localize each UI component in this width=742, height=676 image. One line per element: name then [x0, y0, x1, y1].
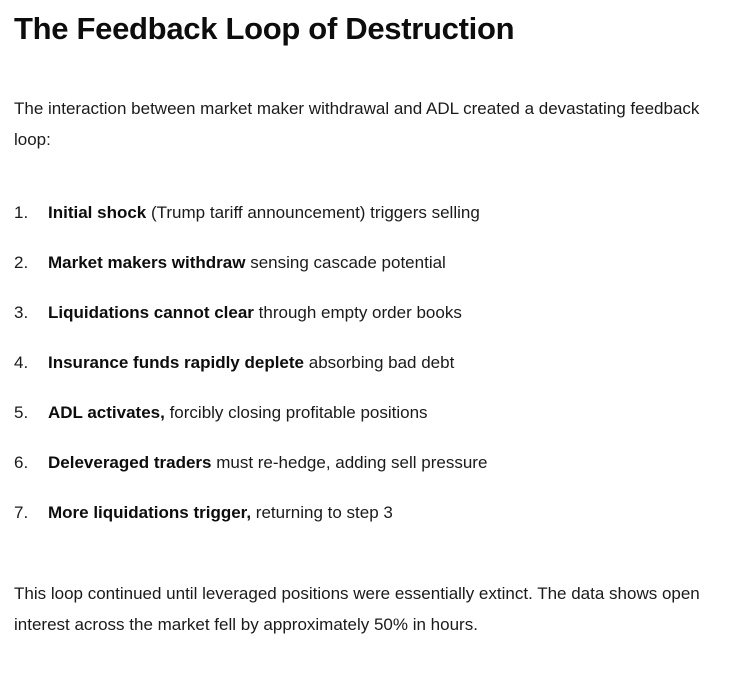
list-item-lead: Deleveraged traders: [48, 453, 212, 472]
list-item: 3. Liquidations cannot clear through emp…: [14, 300, 722, 326]
list-item-lead: ADL activates,: [48, 403, 165, 422]
list-item: 1. Initial shock (Trump tariff announcem…: [14, 200, 722, 226]
list-item-rest: returning to step 3: [251, 503, 393, 522]
list-item: 6. Deleveraged traders must re-hedge, ad…: [14, 450, 722, 476]
list-item-lead: Market makers withdraw: [48, 253, 246, 272]
list-item-lead: More liquidations trigger,: [48, 503, 252, 522]
list-item-number: 5.: [14, 403, 29, 422]
list-item-number: 2.: [14, 253, 29, 272]
list-item-rest: forcibly closing profitable positions: [164, 403, 428, 422]
list-item-rest: absorbing bad debt: [304, 353, 455, 372]
list-item-lead: Insurance funds rapidly deplete: [48, 353, 305, 372]
list-item-rest: sensing cascade potential: [245, 253, 446, 272]
list-item-number: 3.: [14, 303, 29, 322]
list-item: 4. Insurance funds rapidly deplete absor…: [14, 350, 722, 376]
list-item-number: 7.: [14, 503, 29, 522]
intro-paragraph: The interaction between market maker wit…: [14, 99, 700, 149]
feedback-loop-steps-list: 1. Initial shock (Trump tariff announcem…: [14, 155, 722, 526]
closing-paragraph: This loop continued until leveraged posi…: [14, 584, 700, 634]
list-item-number: 1.: [14, 203, 29, 222]
list-item: 7. More liquidations trigger, returning …: [14, 500, 722, 526]
list-item-rest: through empty order books: [253, 303, 462, 322]
list-item-number: 6.: [14, 453, 29, 472]
list-item: 2. Market makers withdraw sensing cascad…: [14, 250, 722, 276]
list-item-lead: Initial shock: [48, 203, 147, 222]
page-title: The Feedback Loop of Destruction: [14, 11, 515, 46]
list-item-number: 4.: [14, 353, 29, 372]
list-item-rest: must re-hedge, adding sell pressure: [211, 453, 488, 472]
list-item-rest: (Trump tariff announcement) triggers sel…: [146, 203, 480, 222]
list-item-lead: Liquidations cannot clear: [48, 303, 254, 322]
article-body: The Feedback Loop of Destruction The int…: [14, 11, 722, 634]
list-item: 5. ADL activates, forcibly closing profi…: [14, 400, 722, 426]
